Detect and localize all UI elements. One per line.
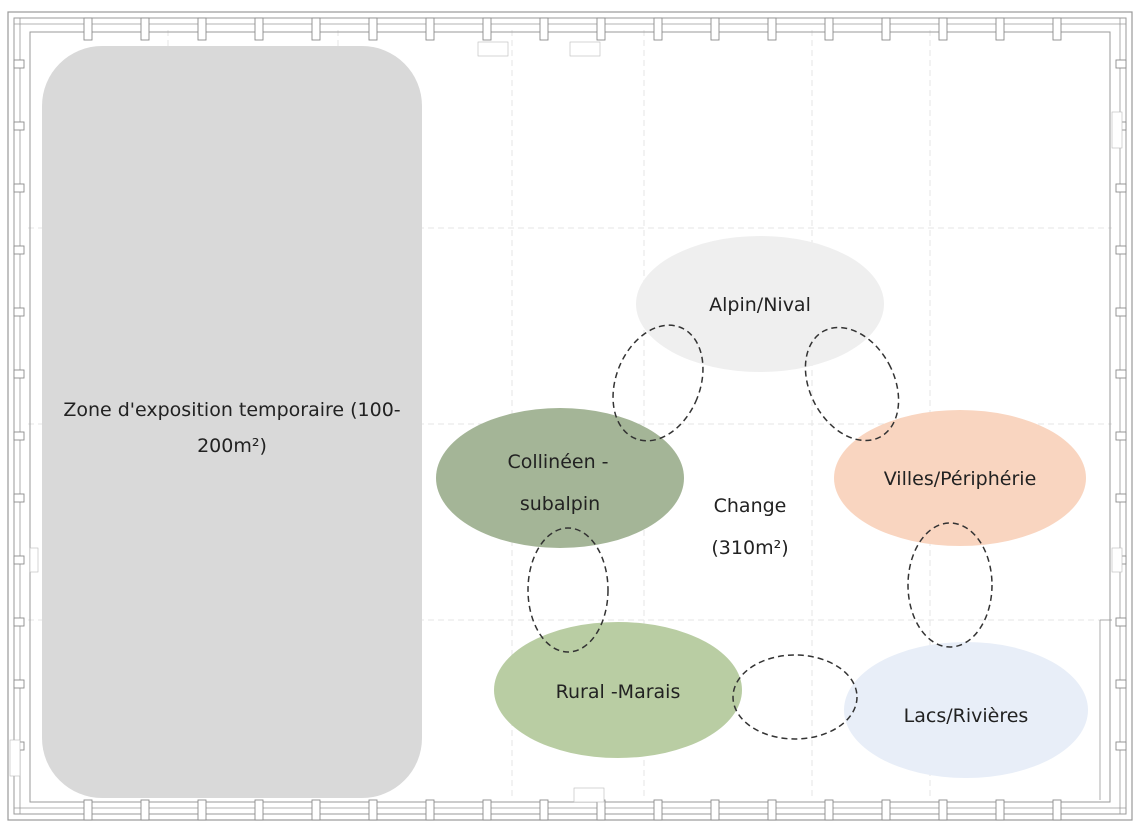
wall-column — [13, 493, 25, 503]
wall-column — [1115, 617, 1127, 627]
connector-collineen-rural — [527, 527, 609, 653]
plan-stamp-6 — [29, 547, 39, 573]
wall-column — [425, 799, 435, 821]
wall-column — [824, 17, 834, 41]
wall-column — [710, 17, 720, 41]
wall-column — [83, 799, 93, 821]
outer-wall — [7, 11, 1133, 821]
wall-column — [13, 121, 25, 131]
inner-wall — [29, 31, 1111, 803]
temporary-zone-label-line2: 200m²) — [197, 435, 267, 457]
biome-villes-peripherie — [834, 410, 1086, 546]
wall-column — [1115, 431, 1127, 441]
wall-column — [197, 17, 207, 41]
wall-column — [995, 799, 1005, 821]
wall-column — [653, 17, 663, 41]
wall-column — [368, 17, 378, 41]
wall-column — [1115, 307, 1127, 317]
wall-column — [311, 17, 321, 41]
wall-column — [596, 799, 606, 821]
plan-stamp-7 — [9, 739, 21, 777]
wall-column — [1052, 799, 1062, 821]
wall-column — [197, 799, 207, 821]
wall-column — [539, 799, 549, 821]
wall-column — [1052, 17, 1062, 41]
biome-alpin-label: Alpin/Nival — [709, 294, 811, 316]
wall-column — [1115, 369, 1127, 379]
wall-column — [767, 17, 777, 41]
outer-wall-inner — [13, 17, 1127, 815]
plan-stamp-5 — [1111, 547, 1123, 573]
wall-column — [140, 799, 150, 821]
biome-alpin-nival — [636, 236, 884, 372]
wall-column — [311, 799, 321, 821]
wall-column — [13, 431, 25, 441]
wall-column — [710, 799, 720, 821]
wall-column — [995, 17, 1005, 41]
biome-collineen-label-line1: Collinéen - — [507, 451, 608, 473]
biome-rural-label: Rural -Marais — [556, 681, 681, 703]
wall-column — [13, 245, 25, 255]
wall-column — [653, 799, 663, 821]
wall-column — [1115, 679, 1127, 689]
wall-column — [539, 17, 549, 41]
wall-column — [254, 17, 264, 41]
wall-column — [13, 183, 25, 193]
wall-column — [1115, 741, 1127, 751]
center-change-label-line2: (310m²) — [711, 537, 788, 559]
connector-alpin-villes — [804, 326, 900, 442]
wall-column — [482, 799, 492, 821]
plan-stamp-1 — [477, 41, 509, 57]
biome-collineen-label-line2: subalpin — [520, 493, 600, 515]
wall-column — [13, 369, 25, 379]
wall-column — [13, 617, 25, 627]
wall-column — [938, 17, 948, 41]
wall-column — [1115, 493, 1127, 503]
wall-column — [13, 307, 25, 317]
wall-column — [596, 17, 606, 41]
wall-columns-right — [1115, 59, 1127, 751]
wall-column — [1115, 59, 1127, 69]
wall-column — [767, 799, 777, 821]
wall-column — [938, 799, 948, 821]
temporary-zone-label-line1: Zone d'exposition temporaire (100- — [63, 399, 400, 421]
transition-connectors — [527, 324, 993, 740]
connector-collineen-alpin — [612, 324, 704, 442]
wall-column — [83, 17, 93, 41]
plan-stamp-3 — [573, 787, 605, 803]
wall-column — [881, 799, 891, 821]
wall-column — [482, 17, 492, 41]
center-change-label-line1: Change — [714, 495, 787, 517]
wall-column — [140, 17, 150, 41]
wall-column — [254, 799, 264, 821]
plan-stamp-4 — [1111, 111, 1123, 149]
connector-villes-lacs — [907, 522, 993, 648]
wall-column — [425, 17, 435, 41]
biome-rural-marais — [494, 622, 742, 758]
biome-villes-label: Villes/Périphérie — [884, 468, 1037, 490]
biome-lacs-rivieres — [844, 642, 1088, 778]
temporary-exhibition-zone — [42, 46, 422, 798]
wall-column — [13, 679, 25, 689]
wall-columns-top — [83, 17, 1062, 41]
plan-stamps — [9, 41, 1123, 803]
wall-column — [824, 799, 834, 821]
wall-column — [368, 799, 378, 821]
wall-column — [1115, 183, 1127, 193]
wall-columns-bottom — [83, 799, 1062, 821]
wall-column — [881, 17, 891, 41]
plan-stamp-2 — [569, 41, 601, 57]
wall-column — [1115, 245, 1127, 255]
biome-collineen-subalpin — [436, 408, 684, 548]
wall-column — [13, 59, 25, 69]
biome-lacs-label: Lacs/Rivières — [904, 705, 1029, 727]
wall-column — [13, 555, 25, 565]
wall-columns-left — [13, 59, 25, 751]
connector-rural-lacs — [732, 654, 858, 740]
